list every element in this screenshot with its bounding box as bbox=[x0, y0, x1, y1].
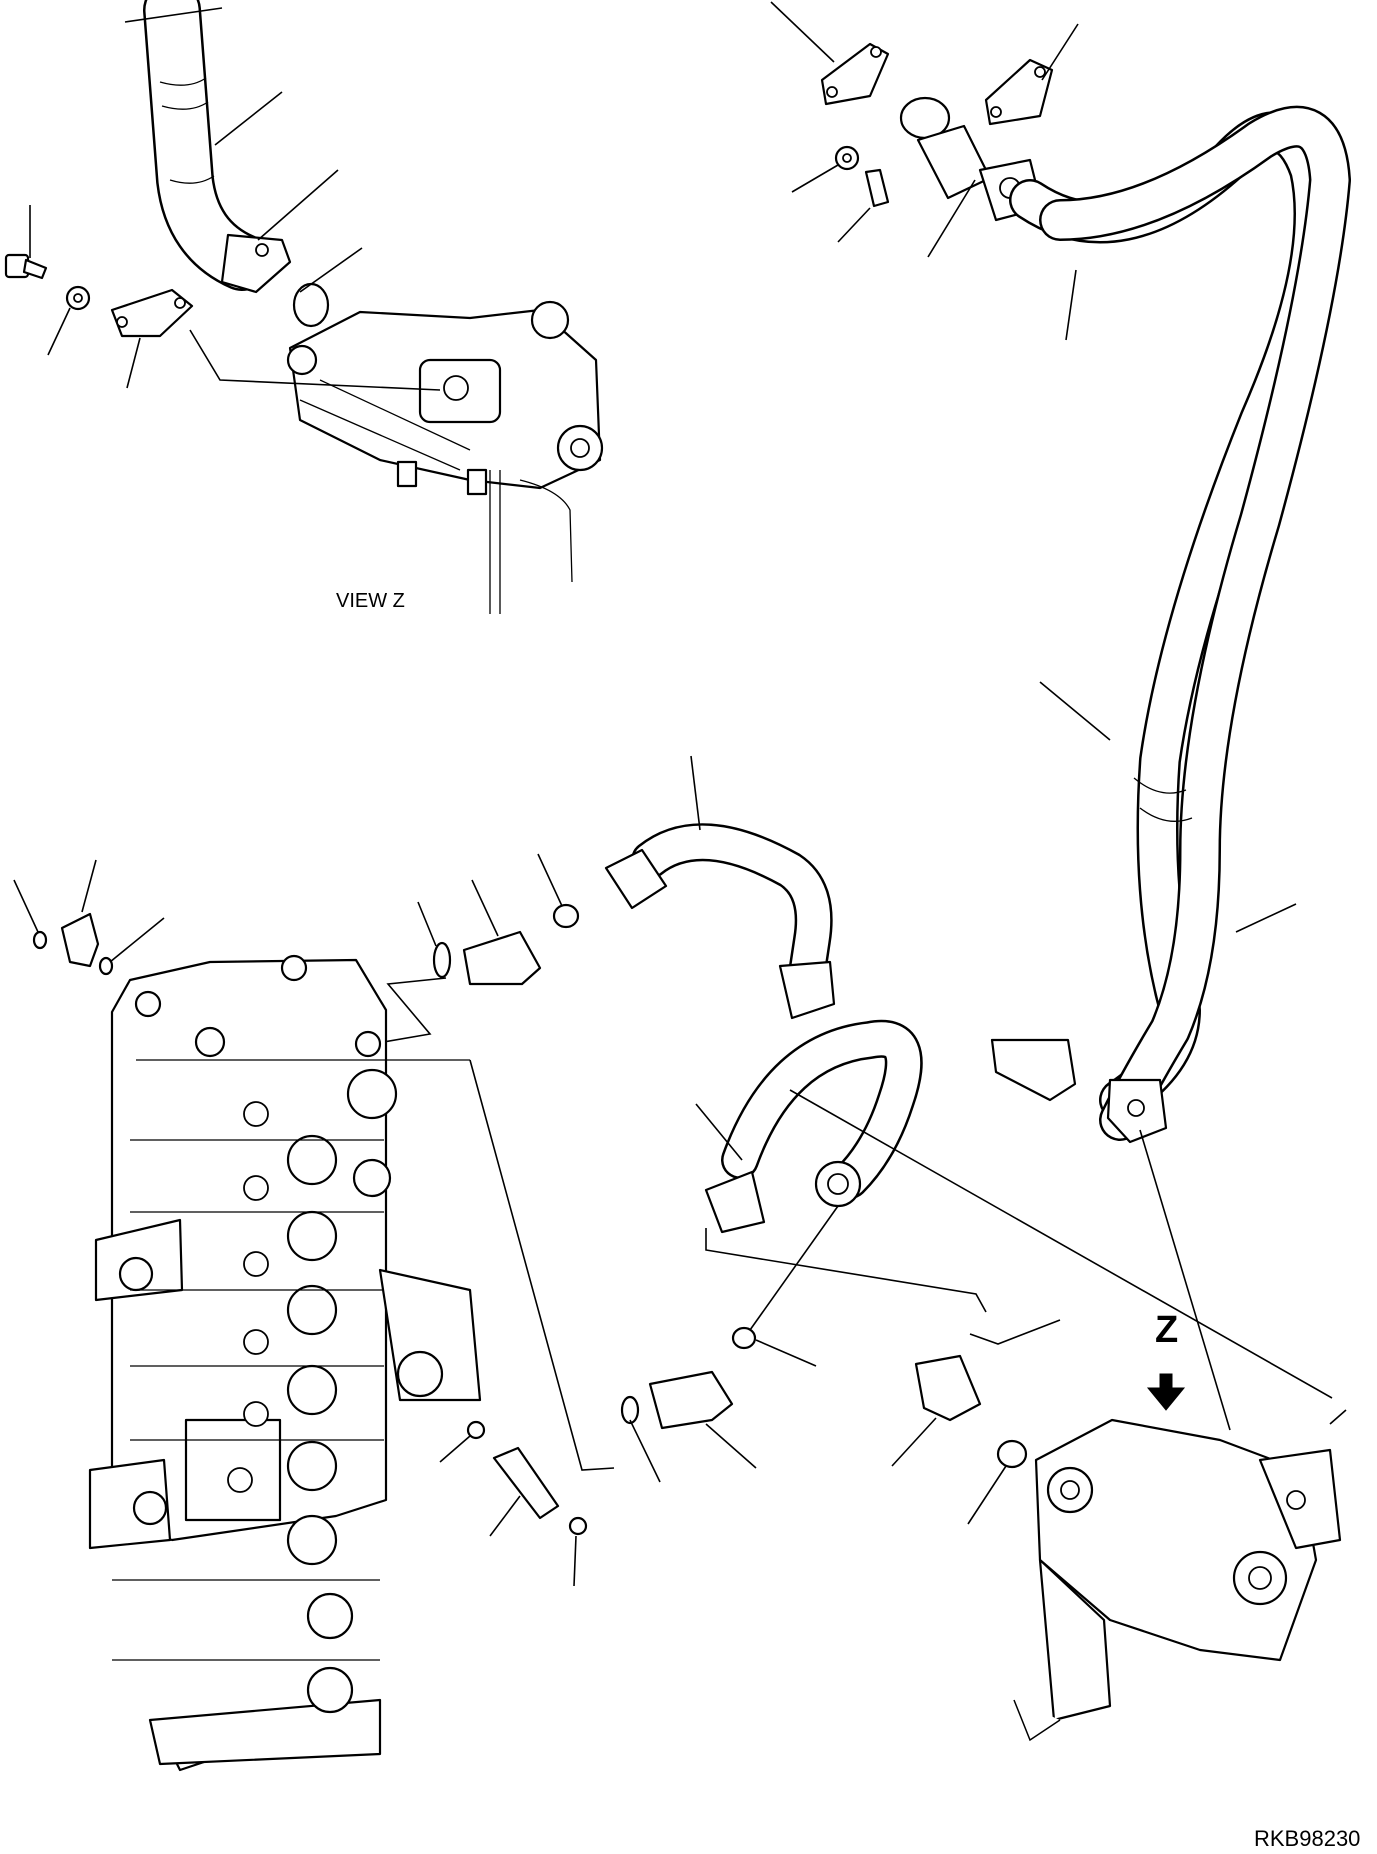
top-right-hose-assembly bbox=[770, 1, 1351, 1144]
o-ring-right-lower bbox=[996, 1439, 1028, 1469]
view-z-o-ring bbox=[292, 282, 330, 328]
view-z-valve-body bbox=[286, 300, 604, 614]
o-ring-top-left bbox=[32, 930, 48, 950]
split-flange-upper-right bbox=[984, 58, 1054, 126]
flanged-fitting-top bbox=[899, 96, 1044, 222]
o-ring-lower-1 bbox=[620, 1395, 640, 1425]
hose-end-fitting-middle-upper bbox=[778, 960, 836, 1020]
o-ring-lower-2 bbox=[731, 1326, 757, 1350]
view-direction-arrow bbox=[1146, 1373, 1186, 1411]
view-z-hose bbox=[124, 0, 271, 291]
view-marker-letter: Z bbox=[1155, 1309, 1178, 1351]
pressure-switch-adapter bbox=[462, 930, 542, 986]
o-ring-switch-2 bbox=[552, 903, 580, 929]
plug-top-left bbox=[98, 956, 114, 976]
view-z-flange-upper bbox=[220, 233, 292, 294]
o-ring-switch bbox=[432, 941, 452, 979]
elbow-top-left bbox=[60, 912, 100, 968]
connector-right-lower bbox=[914, 1354, 982, 1422]
view-z-label: VIEW Z bbox=[336, 590, 405, 612]
flange-bottom-left-hose bbox=[990, 1038, 1077, 1102]
u-hose-end-left bbox=[704, 1170, 766, 1234]
middle-hose-assembly: Z bbox=[604, 755, 1347, 1742]
view-z-split-flange bbox=[110, 288, 194, 338]
elbow-fitting-lower bbox=[648, 1370, 734, 1430]
control-valve-stack bbox=[13, 853, 615, 1772]
right-lower-valve bbox=[789, 1089, 1347, 1742]
o-ring-check-valve-2 bbox=[568, 1516, 588, 1536]
o-ring-check-valve-1 bbox=[466, 1420, 486, 1440]
drawing-number: RKB98230 bbox=[1254, 1826, 1360, 1851]
split-flange-upper-left bbox=[820, 42, 890, 106]
view-z-inset: VIEW Z bbox=[4, 0, 604, 614]
check-valve bbox=[492, 1446, 560, 1520]
bolt-top-right bbox=[864, 168, 890, 208]
hose-end-nut-middle-upper bbox=[604, 848, 668, 910]
view-z-bolt bbox=[4, 253, 48, 280]
